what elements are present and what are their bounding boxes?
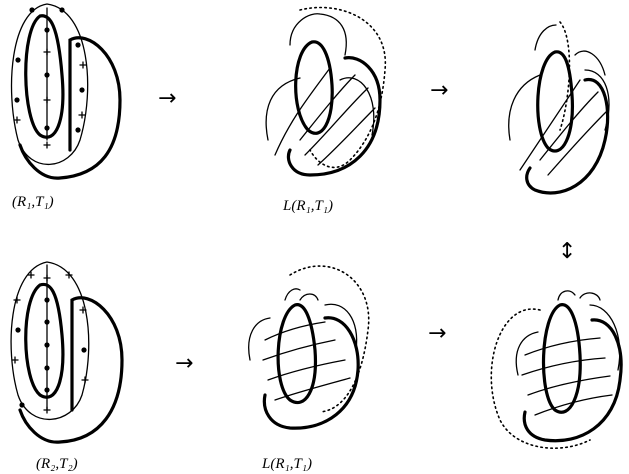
label-l-r1-t1-top: L(R₁,T₁): [283, 198, 334, 214]
label-r2-t2: (R₂,T₂): [36, 456, 78, 472]
marker-dots: [14, 7, 85, 133]
label-l-r1-t1-bottom: L(R₁,T₁): [262, 456, 313, 472]
diagram-top-right: [508, 21, 610, 195]
diagram-bottom-right: [490, 290, 623, 449]
diagram-l-r1-t1-top: [265, 6, 387, 177]
marker-dots: [15, 297, 87, 408]
diagram-l-r1-t1-bottom: [248, 265, 370, 430]
arrow-right-top-2: →: [430, 78, 449, 103]
arrow-right-bottom-2: →: [428, 321, 447, 346]
diagram-r1-t1: [10, 3, 122, 180]
marker-stars: [11, 271, 89, 414]
diagram-r2-t2: [10, 261, 124, 444]
arrow-right-bottom-1: →: [175, 351, 194, 376]
marker-stars: [13, 48, 87, 149]
arrow-right-top-1: →: [158, 86, 177, 111]
arrow-updown: ↕: [558, 239, 577, 264]
label-r1-t1: (R₁,T₁): [12, 194, 54, 210]
